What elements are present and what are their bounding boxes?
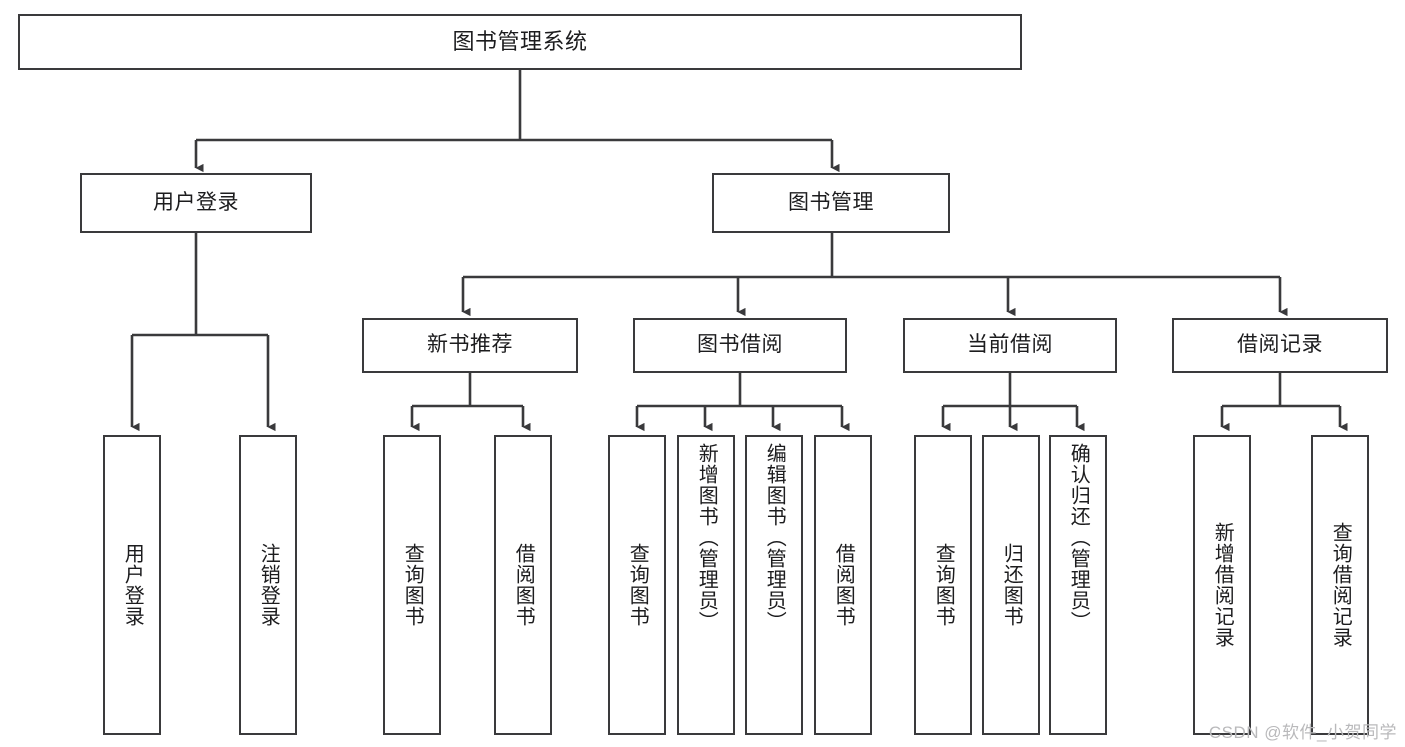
csdn-watermark: CSDN @软件_小贺同学 (1208, 723, 1397, 742)
leaf-current-return-book[interactable]: 归还图书 (982, 435, 1040, 735)
leaf-current-query-book[interactable]: 查询图书 (914, 435, 972, 735)
node-label: 查询图书 (401, 543, 424, 627)
node-current-borrow[interactable]: 当前借阅 (903, 318, 1117, 373)
node-borrow-record[interactable]: 借阅记录 (1172, 318, 1388, 373)
node-label: 确认归还（管理员） (1067, 443, 1090, 632)
node-label: 借阅记录 (1237, 333, 1323, 357)
node-user-login[interactable]: 用户登录 (80, 173, 312, 233)
node-label: 新书推荐 (427, 333, 513, 357)
node-label: 查询图书 (626, 543, 649, 627)
node-label: 归还图书 (1000, 543, 1023, 627)
node-label: 用户登录 (153, 190, 239, 214)
leaf-borrow-query-book[interactable]: 查询图书 (608, 435, 666, 735)
leaf-record-query-record[interactable]: 查询借阅记录 (1311, 435, 1369, 735)
node-label: 注销登录 (257, 543, 280, 627)
node-label: 查询借阅记录 (1329, 522, 1352, 648)
leaf-borrow-add-book[interactable]: 新增图书（管理员） (677, 435, 735, 735)
node-label: 借阅图书 (832, 543, 855, 627)
node-label: 查询图书 (932, 543, 955, 627)
node-label: 图书管理 (788, 190, 874, 214)
leaf-borrow-borrow-book[interactable]: 借阅图书 (814, 435, 872, 735)
node-label: 编辑图书（管理员） (763, 443, 786, 632)
node-book-borrow[interactable]: 图书借阅 (633, 318, 847, 373)
node-label: 新增图书（管理员） (695, 443, 718, 632)
leaf-borrow-edit-book[interactable]: 编辑图书（管理员） (745, 435, 803, 735)
leaf-current-confirm-return[interactable]: 确认归还（管理员） (1049, 435, 1107, 735)
node-new-book-recommend[interactable]: 新书推荐 (362, 318, 578, 373)
leaf-record-add-record[interactable]: 新增借阅记录 (1193, 435, 1251, 735)
node-label: 新增借阅记录 (1211, 522, 1234, 648)
node-root-system[interactable]: 图书管理系统 (18, 14, 1022, 70)
leaf-user-login-logout[interactable]: 注销登录 (239, 435, 297, 735)
leaf-user-login-login[interactable]: 用户登录 (103, 435, 161, 735)
leaf-new-book-query[interactable]: 查询图书 (383, 435, 441, 735)
node-book-management[interactable]: 图书管理 (712, 173, 950, 233)
node-label: 当前借阅 (967, 333, 1053, 357)
leaf-new-book-borrow[interactable]: 借阅图书 (494, 435, 552, 735)
node-label: 图书借阅 (697, 333, 783, 357)
node-label: 用户登录 (121, 543, 144, 627)
node-label: 图书管理系统 (452, 29, 588, 55)
node-label: 借阅图书 (512, 543, 535, 627)
